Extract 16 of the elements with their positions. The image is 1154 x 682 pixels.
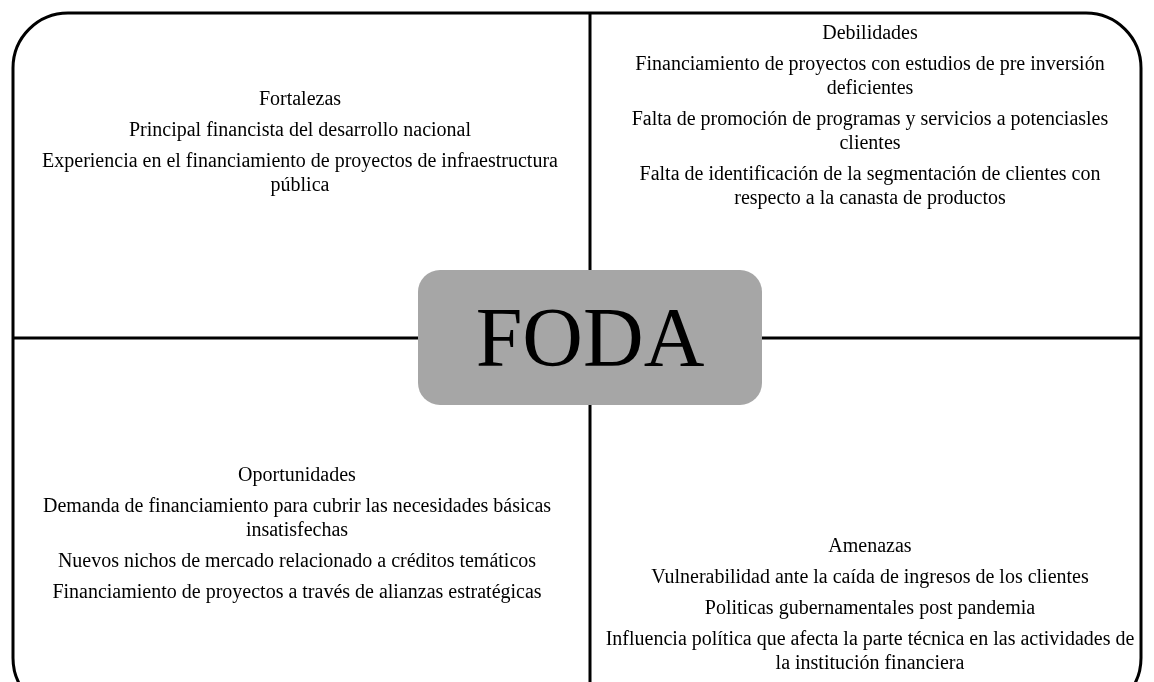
quadrant-heading: Oportunidades bbox=[238, 462, 356, 486]
quadrant-item: Financiamiento de proyectos con estudios de pre inversión deficientes bbox=[634, 51, 1106, 99]
quadrant-item: Demanda de financiamiento para cubrir las necesidades básicas insatisfechas bbox=[41, 493, 553, 541]
quadrant-heading: Debilidades bbox=[822, 20, 918, 44]
quadrant-heading: Fortalezas bbox=[258, 86, 342, 110]
quadrant-heading: Amenazas bbox=[828, 533, 912, 557]
quadrant-item: Experiencia en el financiamiento de proyectos de infraestructura pública bbox=[41, 148, 559, 196]
quadrant-item: Falta de identificación de la segmentación de clientes con respecto a la canasta de productos bbox=[638, 161, 1102, 209]
quadrant-item: Influencia política que afecta la parte técnica en las actividades de la institución financiera bbox=[604, 626, 1136, 674]
quadrant-item: Falta de promoción de programas y servicios a potenciasles clientes bbox=[630, 106, 1110, 154]
quadrant-item: Politicas gubernamentales post pandemia bbox=[704, 595, 1036, 619]
quadrant-item: Financiamiento de proyectos a través de alianzas estratégicas bbox=[52, 579, 542, 603]
quadrant-item: Nuevos nichos de mercado relacionado a créditos temáticos bbox=[57, 548, 537, 572]
quadrant-item: Principal financista del desarrollo nacional bbox=[128, 117, 472, 141]
center-box: FODA bbox=[418, 270, 762, 405]
quadrant-item: Vulnerabilidad ante la caída de ingresos de los clientes bbox=[651, 564, 1089, 588]
